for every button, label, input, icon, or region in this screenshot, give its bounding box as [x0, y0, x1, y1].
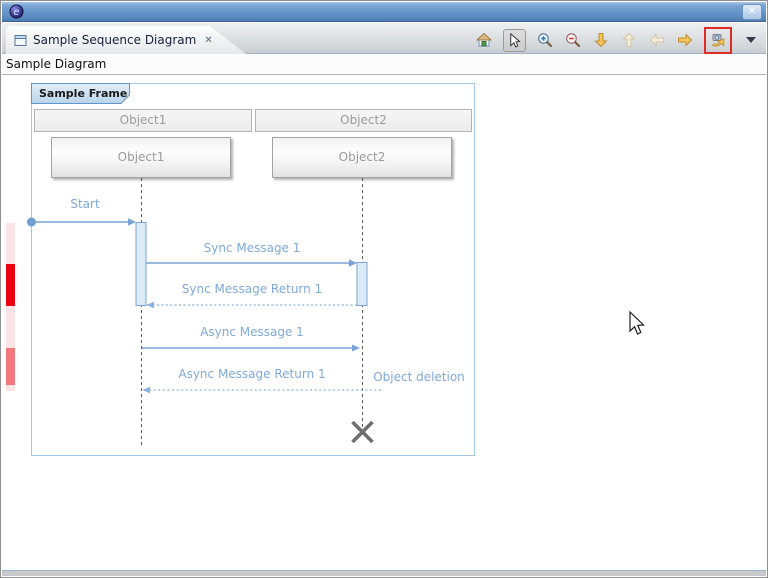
lifeline-header-object1[interactable]: Object1	[34, 109, 252, 132]
message-label-async-1[interactable]: Async Message 1	[200, 325, 304, 339]
zoom-out-icon	[566, 33, 581, 48]
eclipse-logo-icon: e	[9, 4, 24, 19]
tab-title: Sample Sequence Diagram	[33, 33, 197, 47]
filters-button[interactable]	[709, 29, 727, 51]
window-close-button[interactable]: ✕	[742, 4, 762, 20]
arrow-up-icon	[622, 32, 636, 47]
filters-icon	[711, 33, 724, 47]
zoom-in-icon	[538, 33, 553, 48]
navigate-forward-button[interactable]	[676, 29, 694, 51]
arrow-left-icon	[649, 33, 664, 47]
zoom-in-button[interactable]	[536, 29, 554, 51]
home-button[interactable]	[475, 29, 493, 51]
interaction-frame[interactable]	[31, 83, 475, 456]
arrow-right-icon	[678, 33, 693, 47]
object-box-object1[interactable]: Object1	[51, 137, 231, 178]
message-label-sync-return-1[interactable]: Sync Message Return 1	[181, 282, 323, 296]
diagram-toolbar	[475, 26, 760, 54]
view-menu-button[interactable]	[742, 29, 760, 51]
titlebar: e ✕	[2, 2, 766, 22]
select-tool-button[interactable]	[503, 28, 526, 52]
lifeline-header-object2[interactable]: Object2	[255, 109, 472, 132]
breadcrumb: Sample Diagram	[2, 55, 766, 75]
tab-sample-sequence-diagram[interactable]: Sample Sequence Diagram ✕	[6, 26, 246, 54]
object-box-object2[interactable]: Object2	[272, 137, 452, 178]
arrow-down-icon	[594, 33, 608, 48]
zoom-out-button[interactable]	[564, 29, 582, 51]
window-bottom-edge	[2, 570, 766, 576]
editor-tabbar: Sample Sequence Diagram ✕	[2, 23, 766, 54]
frame-label[interactable]: Sample Frame	[39, 87, 128, 100]
ruler-range-band	[6, 223, 15, 391]
ruler-warning-marker	[6, 348, 15, 385]
diagram-editor-icon	[14, 34, 27, 46]
navigate-back-button[interactable]	[648, 29, 666, 51]
svg-text:e: e	[14, 7, 20, 18]
home-icon	[476, 32, 492, 47]
navigate-up-button[interactable]	[620, 29, 638, 51]
highlight-rectangle	[704, 26, 732, 54]
message-label-start[interactable]: Start	[70, 197, 100, 211]
tab-close-icon[interactable]: ✕	[204, 34, 213, 46]
cursor-arrow-icon	[510, 32, 521, 48]
navigate-down-button[interactable]	[592, 29, 610, 51]
chevron-down-icon	[746, 37, 756, 43]
message-label-sync-1[interactable]: Sync Message 1	[203, 241, 301, 255]
message-label-async-return-1[interactable]: Async Message Return 1	[178, 367, 326, 381]
annotation-object-deletion[interactable]: Object deletion	[373, 370, 465, 384]
ruler-error-marker	[6, 264, 15, 306]
